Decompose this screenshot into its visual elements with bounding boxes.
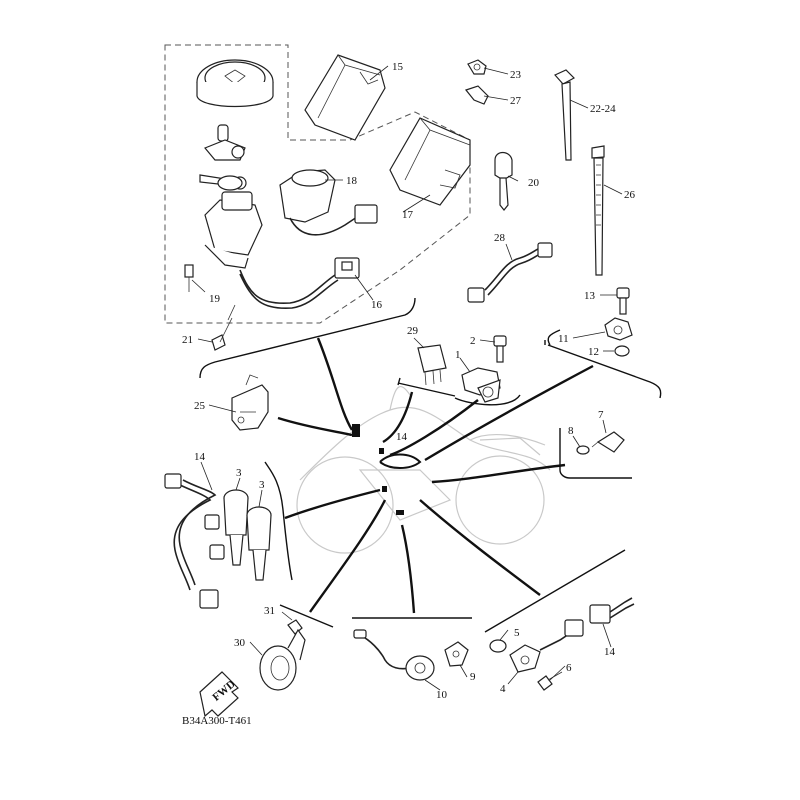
fuel-cap — [196, 59, 274, 108]
callout-7: 7 — [598, 409, 604, 421]
callout-27: 27 — [510, 95, 522, 107]
relay-29 — [417, 344, 447, 386]
switch-9 — [444, 641, 469, 667]
ecu-unit-15 — [304, 54, 386, 141]
cable-tie-22-24 — [554, 69, 575, 161]
callout-10: 10 — [436, 689, 448, 701]
callout-leaders — [191, 65, 623, 691]
callout-13: 13 — [584, 290, 596, 302]
connector-marker-c — [382, 486, 387, 492]
callout-2: 2 — [470, 335, 476, 347]
callout-17: 17 — [402, 209, 414, 221]
callout-19: 19 — [209, 293, 221, 305]
cable-tie-26 — [591, 145, 605, 276]
sensor-11 — [604, 317, 633, 341]
screw-19 — [184, 264, 194, 292]
ignition-coil-3a — [223, 489, 249, 566]
callout-30: 30 — [234, 637, 246, 649]
motorcycle-outline — [296, 385, 551, 554]
callout-29: 29 — [407, 325, 419, 337]
bolt-6 — [537, 671, 563, 691]
sensor-1 — [461, 367, 501, 403]
bolt-2 — [493, 335, 507, 363]
ignition-coil-3b — [246, 506, 272, 581]
callout-21: 21 — [182, 334, 193, 346]
horn-30 — [259, 628, 306, 691]
bolt-13 — [616, 287, 630, 315]
temp-sensor-7 — [591, 431, 625, 453]
callout-23: 23 — [510, 69, 522, 81]
bracket-25 — [231, 374, 269, 431]
fwd-arrow-icon: FWD — [199, 671, 239, 718]
callout-14-left: 14 — [194, 451, 206, 463]
callout-4: 4 — [500, 683, 506, 695]
callout-3-a: 3 — [236, 467, 242, 479]
callout-18: 18 — [346, 175, 358, 187]
control-unit-17 — [389, 117, 471, 206]
connector-marker-d — [396, 510, 404, 515]
seat-lock — [204, 124, 246, 161]
callout-20: 20 — [528, 177, 540, 189]
callout-8: 8 — [568, 425, 574, 437]
washer-8 — [576, 445, 590, 455]
callout-28: 28 — [494, 232, 506, 244]
clip-27 — [464, 85, 489, 105]
callout-12: 12 — [588, 346, 599, 358]
callout-6: 6 — [566, 662, 572, 674]
callout-3-b: 3 — [259, 479, 265, 491]
wire-harness-14-left — [164, 473, 225, 609]
callout-26: 26 — [624, 189, 636, 201]
callout-1: 1 — [455, 349, 461, 361]
key-20 — [494, 151, 513, 211]
callout-22-24: 22-24 — [590, 103, 616, 115]
connector-marker-b — [379, 448, 384, 454]
callout-11: 11 — [558, 333, 569, 345]
lead-wire-28 — [467, 242, 553, 303]
connector-marker-a — [352, 424, 360, 437]
switch-cover-18 — [279, 169, 378, 236]
callout-numbers: 15 18 17 20 23 27 22-24 26 28 13 11 12 2… — [182, 61, 636, 701]
callout-14-right: 14 — [604, 646, 616, 658]
diagram-code: B34A300-T461 — [182, 715, 252, 727]
o-ring-5 — [489, 639, 507, 653]
wire-harness-14-right — [589, 597, 635, 624]
o-ring-12 — [614, 345, 630, 357]
sensor-4 — [509, 619, 584, 673]
switch-10 — [353, 629, 435, 681]
callout-9: 9 — [470, 671, 476, 683]
screw-21 — [211, 304, 236, 351]
callout-31: 31 — [264, 605, 275, 617]
main-switch-16 — [204, 175, 360, 310]
location-leaders — [277, 337, 594, 614]
harness-loop — [379, 453, 422, 469]
callout-15: 15 — [392, 61, 404, 73]
callout-25: 25 — [194, 400, 206, 412]
group-brackets — [199, 297, 662, 633]
callout-16: 16 — [371, 299, 383, 311]
callout-5: 5 — [514, 627, 520, 639]
clip-23 — [467, 59, 487, 75]
callout-14-center: 14 — [396, 431, 408, 443]
